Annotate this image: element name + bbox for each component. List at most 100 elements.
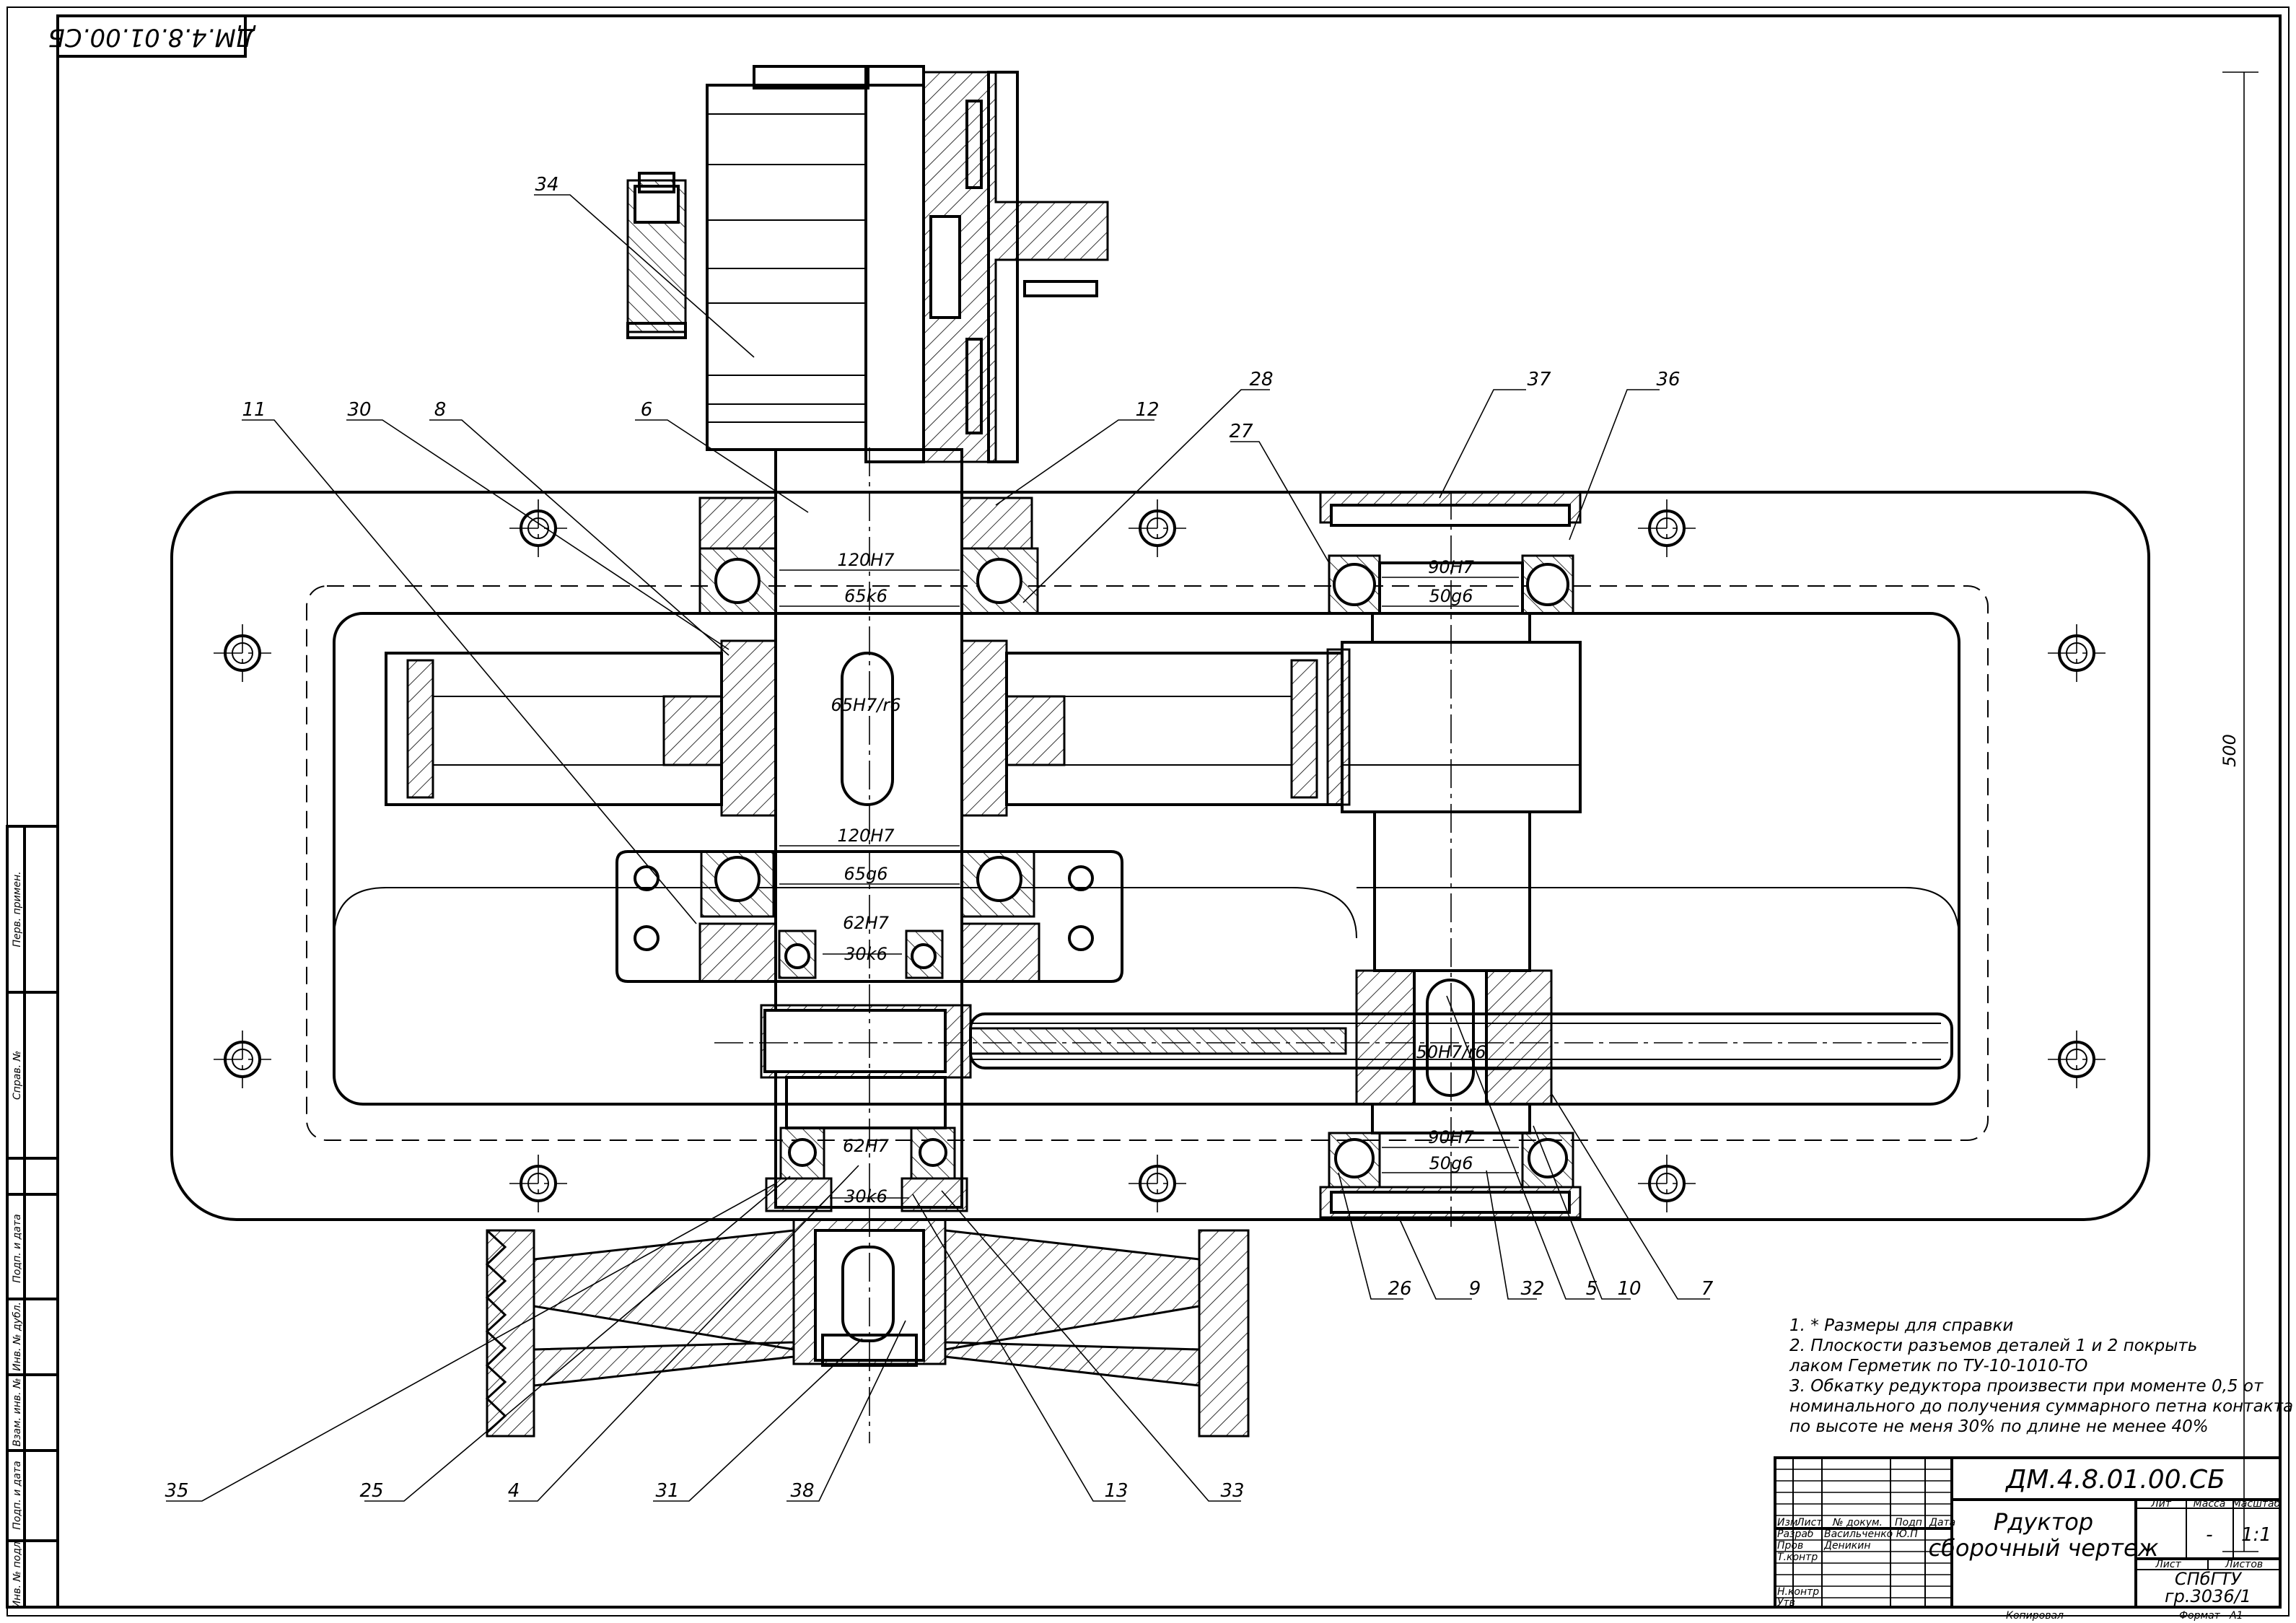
pos-26: 26	[1388, 1278, 1411, 1300]
dim-65H7-r6: 65H7/r6	[831, 695, 901, 715]
pos-4: 4	[508, 1480, 520, 1502]
pos-13: 13	[1104, 1480, 1128, 1502]
side-strip-label-4: Взам. инв. №	[12, 1378, 23, 1446]
dim-50g6-top: 50g6	[1429, 586, 1473, 606]
tb-designation: ДМ.4.8.01.00.СБ	[2004, 1465, 2225, 1495]
tb-copied-label: Копировал	[2006, 1610, 2064, 1622]
dim-50H7-r6: 50H7/r6	[1416, 1042, 1486, 1062]
tb-org-line2: гр.3036/1	[2165, 1586, 2251, 1606]
tb-scale-value: 1:1	[2241, 1524, 2271, 1546]
note-line-4: номинального до получения суммарного пет…	[1789, 1397, 2293, 1416]
side-strip-label-6: Инв. № подл.	[12, 1539, 23, 1609]
tb-col-list: Лист	[1796, 1517, 1823, 1528]
output-shaft	[1319, 491, 1582, 1219]
pos-33: 33	[1220, 1480, 1244, 1502]
bolt-hole-8	[509, 1155, 567, 1212]
tb-mass-value: -	[2206, 1524, 2212, 1546]
pos-38: 38	[790, 1480, 814, 1502]
dim-90H7-bottom: 90H7	[1428, 1127, 1475, 1147]
side-strip-label-3: Инв. № дубл.	[12, 1302, 23, 1371]
tb-role-0: Разраб	[1777, 1528, 1814, 1540]
pos-37: 37	[1527, 369, 1551, 390]
belt-pulley	[485, 1218, 1250, 1438]
tb-org-line1: СПбГТУ	[2175, 1569, 2243, 1589]
rotated-stamp-box	[56, 14, 247, 58]
title-block: Изм Лист № докум. Подп Дата Разраб Пров …	[1774, 1456, 2282, 1622]
bolt-hole-10	[1638, 1155, 1696, 1212]
pos-11: 11	[242, 399, 266, 421]
tb-lit-label: Лит	[2150, 1498, 2172, 1510]
dim-overall: 500	[2220, 734, 2240, 767]
tb-col-izm: Изм	[1777, 1517, 1798, 1528]
dim-65k6: 65k6	[844, 586, 888, 606]
tb-role-5: Утв	[1777, 1597, 1795, 1609]
tb-name-line1: Рдуктор	[1994, 1508, 2093, 1536]
bolt-hole-2	[1129, 499, 1186, 557]
tb-role-4: Н.контр	[1777, 1586, 1819, 1598]
dim-62H7-upper: 62H7	[843, 913, 890, 933]
bolt-hole-1	[509, 499, 567, 557]
note-line-2: лаком Герметик по ТУ-10-1010-ТО	[1789, 1357, 2087, 1375]
motor-coupling-assembly	[626, 65, 1109, 463]
tb-mass-label: Масса	[2194, 1498, 2226, 1510]
rotated-stamp-code: ДМ.4.8.01.00.СБ	[48, 23, 257, 52]
pos-35: 35	[165, 1480, 188, 1502]
dim-90H7-top: 90H7	[1428, 557, 1475, 577]
tb-name-0: Васильченко Ю.П	[1824, 1528, 1918, 1540]
pos-12: 12	[1135, 399, 1159, 421]
note-line-5: по высоте не меня 30% по длине не менее …	[1789, 1417, 2209, 1436]
pos-31: 31	[655, 1480, 679, 1502]
tb-sheet-label: Лист	[2155, 1559, 2181, 1570]
pos-36: 36	[1656, 369, 1680, 390]
tb-format-value: А1	[2229, 1610, 2243, 1622]
dim-62H7-lower: 62H7	[843, 1136, 890, 1156]
side-strip-label-1: Справ. №	[12, 1051, 23, 1100]
bolt-hole-5	[2048, 624, 2106, 682]
gearbox-housing	[170, 491, 2150, 1221]
dim-50g6-bottom: 50g6	[1429, 1153, 1473, 1173]
note-line-0: 1. * Размеры для справки	[1789, 1316, 2013, 1335]
tb-name-1: Деникин	[1823, 1540, 1871, 1552]
pos-28: 28	[1249, 369, 1273, 390]
note-line-1: 2. Плоскости разъемов деталей 1 и 2 покр…	[1789, 1337, 2197, 1355]
pos-30: 30	[347, 399, 371, 421]
tb-col-date: Дата	[1929, 1517, 1955, 1528]
tb-role-2: Т.контр	[1777, 1552, 1818, 1563]
tb-role-1: Пров	[1777, 1540, 1803, 1552]
bolt-hole-4	[214, 624, 271, 682]
bolt-hole-9	[1129, 1155, 1186, 1212]
bolt-hole-7	[2048, 1031, 2106, 1088]
tb-name-line2: сборочный чертеж	[1929, 1534, 2159, 1562]
sheet-outer-frame	[6, 6, 2290, 1617]
dim-30k6-upper: 30k6	[844, 944, 888, 964]
pos-10: 10	[1617, 1278, 1641, 1300]
pos-9: 9	[1469, 1278, 1481, 1300]
side-strip: Перв. примен. Справ. № Подп. и дата Инв.…	[6, 825, 59, 1609]
pos-25: 25	[359, 1480, 383, 1502]
tb-col-sign: Подп	[1895, 1517, 1922, 1528]
tb-scale-label: Масштаб	[2233, 1498, 2281, 1510]
dim-65g6: 65g6	[844, 864, 888, 884]
pos-8: 8	[434, 399, 447, 421]
sheet-inner-frame	[56, 14, 2282, 1609]
pos-34: 34	[535, 174, 558, 196]
pos-27: 27	[1229, 421, 1253, 442]
bolt-hole-3	[1638, 499, 1696, 557]
pos-32: 32	[1520, 1278, 1544, 1300]
tb-format-label: Формат	[2179, 1610, 2221, 1622]
position-leaders: 34 11 30 8 6 12 28 27 37 36 26 9 32 5 10…	[165, 174, 1713, 1502]
dim-120H7-bottom: 120H7	[837, 826, 895, 846]
input-shaft	[385, 448, 1953, 1212]
bolt-hole-6	[214, 1031, 271, 1088]
side-strip-label-0: Перв. примен.	[12, 871, 23, 947]
tb-sheets-label: Листов	[2225, 1559, 2263, 1570]
dim-120H7-top: 120H7	[837, 550, 895, 570]
pos-7: 7	[1701, 1278, 1714, 1300]
pos-6: 6	[641, 399, 653, 421]
housing-bolts	[214, 499, 2106, 1212]
side-strip-label-5: Подп. и дата	[12, 1461, 23, 1529]
tb-col-doc: № докум.	[1832, 1517, 1883, 1528]
fit-dimensions: 120H7 65k6 65H7/r6 120H7 65g6 62H7 30k6 …	[779, 550, 1519, 1207]
overall-dimension: 500	[2220, 71, 2258, 1552]
